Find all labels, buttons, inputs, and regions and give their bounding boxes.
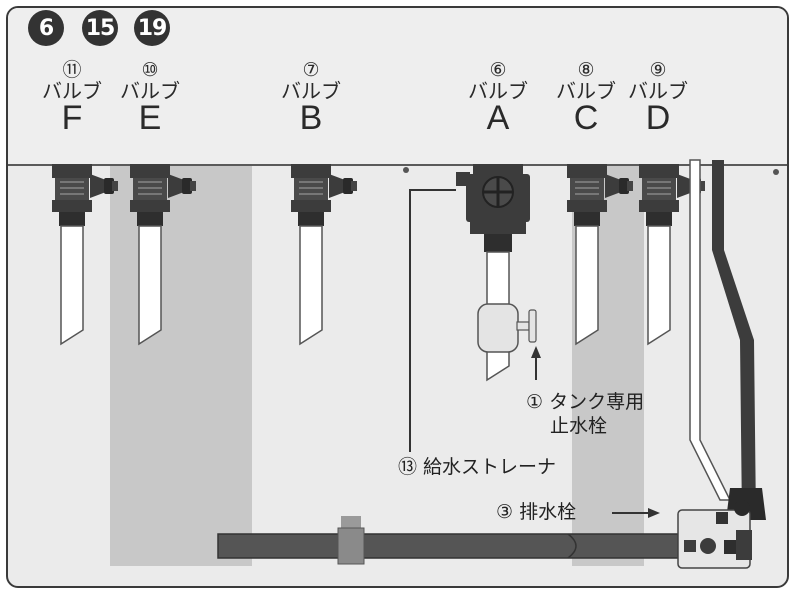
valve-label-d: ⑨ バルブ D: [618, 59, 698, 137]
step-badge-15: 15: [82, 10, 118, 46]
shade-band-left: [110, 166, 252, 566]
valve-number: ⑪: [62, 59, 82, 81]
rivet: [403, 167, 409, 173]
valve-letter: D: [645, 99, 671, 137]
valve-label-b: ⑦ バルブ B: [271, 59, 351, 137]
valve-label-a: ⑥ バルブ A: [458, 59, 538, 137]
valve-word: バルブ: [120, 79, 180, 103]
valve-number: ⑥: [489, 59, 507, 81]
drain-valve-assembly: [677, 500, 752, 569]
valve-b-body: [290, 163, 358, 345]
step-badge-6: 6: [28, 10, 64, 46]
callout-lines: [409, 189, 648, 514]
rivet: [773, 169, 779, 175]
tank-stop-line2: 止水栓: [550, 415, 608, 437]
strainer-callout: ⑬ 給水ストレーナ: [398, 456, 557, 478]
valve-letter: E: [138, 99, 162, 137]
valve-label-e: ⑩ バルブ E: [110, 59, 190, 137]
valve-letter: F: [61, 99, 83, 137]
valve-letter: C: [573, 99, 599, 137]
valve-word: バルブ: [468, 79, 528, 103]
valve-number: ⑨: [649, 59, 667, 81]
tank-stop-callout: ① タンク専用 止水栓: [526, 390, 644, 438]
valve-word: バルブ: [556, 79, 616, 103]
valve-e-body: [129, 163, 197, 345]
valve-letter: A: [486, 99, 510, 137]
valve-a-strainer: [456, 164, 530, 382]
valve-c-body: [566, 163, 634, 345]
valve-letter: B: [299, 99, 323, 137]
step-badge-19: 19: [134, 10, 170, 46]
valve-label-c: ⑧ バルブ C: [546, 59, 626, 137]
valve-f-body: [51, 163, 119, 345]
drain-pipe: [217, 533, 679, 559]
drain-callout: ③ 排水栓: [496, 501, 577, 523]
valve-word: バルブ: [628, 79, 688, 103]
valve-word: バルブ: [281, 79, 341, 103]
valve-label-f: ⑪ バルブ F: [32, 59, 112, 137]
valve-word: バルブ: [42, 79, 102, 103]
tank-stop-valve: [477, 303, 537, 353]
valve-number: ⑩: [141, 59, 159, 81]
tank-stop-line1: ① タンク専用: [526, 391, 645, 413]
valve-number: ⑦: [302, 59, 320, 81]
valve-number: ⑧: [577, 59, 595, 81]
